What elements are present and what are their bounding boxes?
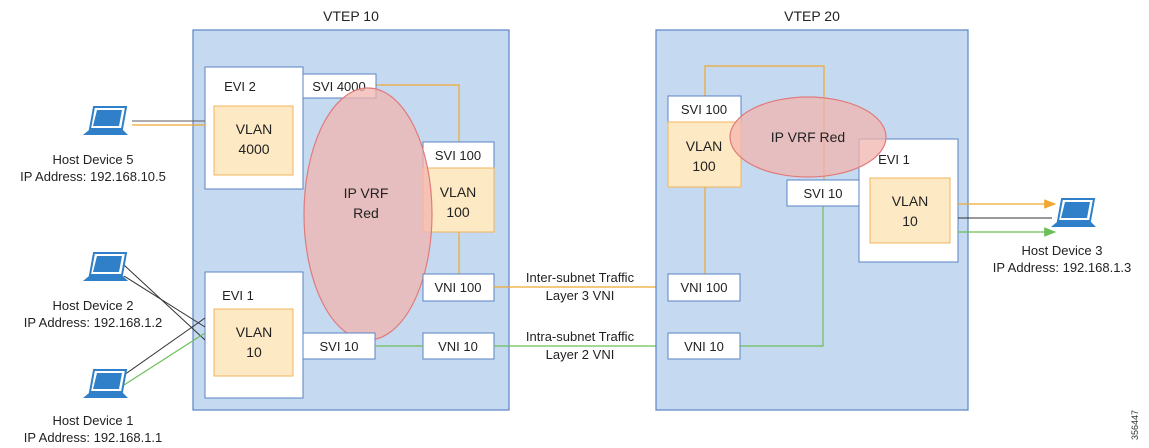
inter-traffic-label-1: Inter-subnet Traffic (526, 270, 635, 285)
vtep-10-title: VTEP 10 (323, 8, 379, 24)
vni-100-box (422, 273, 495, 302)
vtep20-svi-10-label: SVI 10 (803, 186, 842, 201)
host-1-name: Host Device 1 (53, 413, 134, 428)
vlan-100-box (422, 167, 495, 233)
host-3-name: Host Device 3 (1022, 243, 1103, 258)
vtep20-vni-10-box (667, 332, 741, 360)
vlan-100-label-2: 100 (446, 204, 470, 220)
host-2-ip: IP Address: 192.168.1.2 (24, 315, 163, 330)
evi-1-label: EVI 1 (222, 288, 254, 303)
vtep20-evi-1-label: EVI 1 (878, 152, 910, 167)
vlan-4000-box (213, 105, 294, 176)
inter-traffic-label-2: Layer 3 VNI (546, 288, 615, 303)
vlan-10-label-2: 10 (246, 344, 262, 360)
vtep20-vni-100-box (667, 273, 741, 302)
svi-100-label: SVI 100 (435, 148, 481, 163)
host-5-ip: IP Address: 192.168.10.5 (20, 169, 166, 184)
vlan-100-label-1: VLAN (440, 184, 477, 200)
host-2-name: Host Device 2 (53, 298, 134, 313)
host-1-ip: IP Address: 192.168.1.1 (24, 430, 163, 445)
svi-10-box (302, 332, 376, 360)
vlan-10-label-1: VLAN (236, 324, 273, 340)
vtep-20: VTEP 20 SVI 100 VLAN 100 EVI 1 VLAN 10 S… (655, 8, 969, 411)
host-3-laptop-icon (1050, 198, 1097, 228)
vtep20-vlan-10-box (869, 177, 951, 244)
host-5-name: Host Device 5 (53, 152, 134, 167)
vlan-4000-label-1: VLAN (236, 121, 273, 137)
host-1-laptop-icon (82, 369, 129, 399)
vtep20-vrf-label: IP VRF Red (771, 129, 845, 145)
vrf-label-2: Red (353, 205, 379, 221)
evi-2-label: EVI 2 (224, 79, 256, 94)
svi-100-box (422, 141, 495, 169)
vtep20-vlan-100-box (667, 121, 742, 188)
host-5-laptop-icon (82, 106, 129, 136)
svi-10-label: SVI 10 (319, 339, 358, 354)
vni-10-label: VNI 10 (438, 339, 478, 354)
vtep-20-title: VTEP 20 (784, 8, 840, 24)
vtep20-ip-vrf-red-ellipse (729, 96, 887, 178)
vlan-4000-label-2: 4000 (238, 141, 269, 157)
vlan-10-box (213, 308, 294, 377)
vtep20-vlan-100-label-2: 100 (692, 158, 716, 174)
vni-10-box (422, 332, 495, 360)
vtep20-vlan-10-label-1: VLAN (892, 193, 929, 209)
vtep20-vni-100-label: VNI 100 (681, 280, 728, 295)
vni-100-label: VNI 100 (435, 280, 482, 295)
vtep20-vlan-100-label-1: VLAN (686, 138, 723, 154)
vtep20-vlan-10-label-2: 10 (902, 213, 918, 229)
host-2-laptop-icon (82, 252, 129, 282)
vtep20-svi-100-label: SVI 100 (681, 102, 727, 117)
host-3-ip: IP Address: 192.168.1.3 (993, 260, 1132, 275)
figure-id: 356447 (1130, 410, 1140, 440)
vtep20-svi-10-box (786, 179, 860, 207)
vtep20-vni-10-label: VNI 10 (684, 339, 724, 354)
intra-traffic-label-1: Intra-subnet Traffic (526, 329, 635, 344)
svi-4000-label: SVI 4000 (312, 79, 366, 94)
vrf-label-1: IP VRF (344, 185, 389, 201)
intra-traffic-label-2: Layer 2 VNI (546, 347, 615, 362)
vtep20-svi-100-box (667, 95, 742, 123)
vtep-10: VTEP 10 EVI 2 VLAN 4000 EVI 1 VLAN 10 SV… (192, 8, 510, 411)
